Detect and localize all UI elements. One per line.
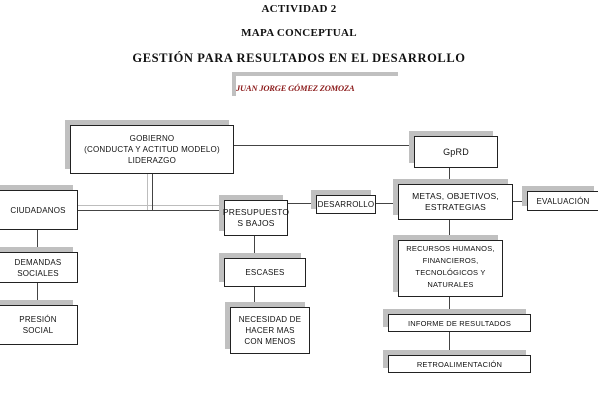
map-main-title: GESTIÓN PARA RESULTADOS EN EL DESARROLLO: [132, 51, 466, 65]
node-escases-label: ESCASES: [245, 268, 285, 277]
connector-main-horizontal-shadow: [78, 205, 224, 206]
connector-informe-retro: [449, 332, 450, 355]
node-demandas-line1: DEMANDAS: [14, 257, 62, 267]
node-necesidad: NECESIDAD DE HACER MAS CON MENOS: [230, 307, 310, 354]
node-necesidad-line2: HACER MAS: [245, 326, 295, 335]
node-escases: ESCASES: [224, 258, 306, 287]
author-shadow-left: [232, 72, 236, 96]
node-gobierno-line1: GOBIERNO: [129, 134, 175, 143]
node-gobierno: GOBIERNO (CONDUCTA Y ACTITUD MODELO) LID…: [70, 125, 234, 174]
map-subtitle: MAPA CONCEPTUAL: [241, 27, 357, 39]
node-gobierno-line3: LIDERAZGO: [127, 156, 177, 165]
node-presupuestos-line2: S BAJOS: [237, 218, 275, 228]
connector-presupuestos-desarrollo: [288, 203, 316, 204]
node-retroalimentacion: RETROALIMENTACIÓN: [388, 355, 531, 373]
node-presupuestos-line1: PRESUPUESTO: [222, 207, 290, 217]
node-recursos-line3: TECNOLÓGICOS Y: [415, 268, 486, 277]
node-presion-line1: PRESIÓN: [19, 315, 57, 324]
node-gobierno-line2: (CONDUCTA Y ACTITUD MODELO): [84, 145, 220, 154]
connector-escases-necesidad: [254, 287, 255, 307]
connector-metas-recursos: [449, 220, 450, 240]
node-recursos: RECURSOS HUMANOS, FINANCIEROS, TECNOLÓGI…: [398, 240, 503, 297]
author-name: JUAN JORGE GÓMEZ ZOMOZA: [236, 83, 355, 93]
node-evaluacion: EVALUACIÓN: [527, 191, 598, 211]
node-recursos-line2: FINANCIEROS,: [422, 256, 479, 265]
connector-desarrollo-metas: [376, 203, 398, 204]
node-gprd: GpRD: [414, 136, 498, 168]
node-gprd-label: GpRD: [443, 146, 469, 157]
node-desarrollo: DESARROLLO: [316, 195, 376, 214]
node-informe: INFORME DE RESULTADOS: [388, 314, 531, 332]
node-metas-objetivos: METAS, OBJETIVOS, ESTRATEGIAS: [398, 184, 513, 220]
connector-presupuestos-escases: [254, 236, 255, 258]
connector-demandas-presion: [37, 283, 38, 305]
node-presion-social: PRESIÓN SOCIAL: [0, 305, 78, 345]
node-evaluacion-label: EVALUACIÓN: [536, 196, 590, 206]
connector-metas-evaluacion: [513, 201, 527, 202]
node-recursos-line1: RECURSOS HUMANOS,: [406, 244, 495, 253]
node-recursos-line4: NATURALES: [427, 280, 474, 289]
connector-gobierno-shadow: [147, 174, 148, 210]
connector-gobierno-down: [152, 174, 153, 210]
activity-title: ACTIVIDAD 2: [261, 3, 337, 15]
node-demandas-line2: SOCIALES: [17, 268, 59, 278]
node-presupuestos-bajos: PRESUPUESTO S BAJOS: [222, 200, 290, 236]
node-necesidad-line3: CON MENOS: [244, 337, 296, 346]
node-metas-line1: METAS, OBJETIVOS,: [412, 191, 499, 201]
author-shadow-top: [232, 72, 398, 76]
node-metas-line2: ESTRATEGIAS: [424, 202, 487, 212]
node-presion-line2: SOCIAL: [22, 326, 54, 335]
node-desarrollo-label: DESARROLLO: [317, 200, 375, 209]
connector-recursos-informe: [449, 297, 450, 314]
node-necesidad-line1: NECESIDAD DE: [238, 315, 302, 324]
node-ciudadanos: CIUDADANOS: [0, 190, 78, 230]
connector-main-horizontal: [78, 210, 224, 211]
node-ciudadanos-label: CIUDADANOS: [10, 205, 66, 215]
connector-gobierno-gprd: [234, 145, 414, 146]
connector-ciudadanos-demandas: [37, 230, 38, 252]
connector-gprd-down: [449, 168, 450, 184]
node-informe-label: INFORME DE RESULTADOS: [407, 318, 512, 328]
node-demandas-sociales: DEMANDAS SOCIALES: [0, 252, 78, 283]
node-retro-label: RETROALIMENTACIÓN: [416, 359, 503, 369]
